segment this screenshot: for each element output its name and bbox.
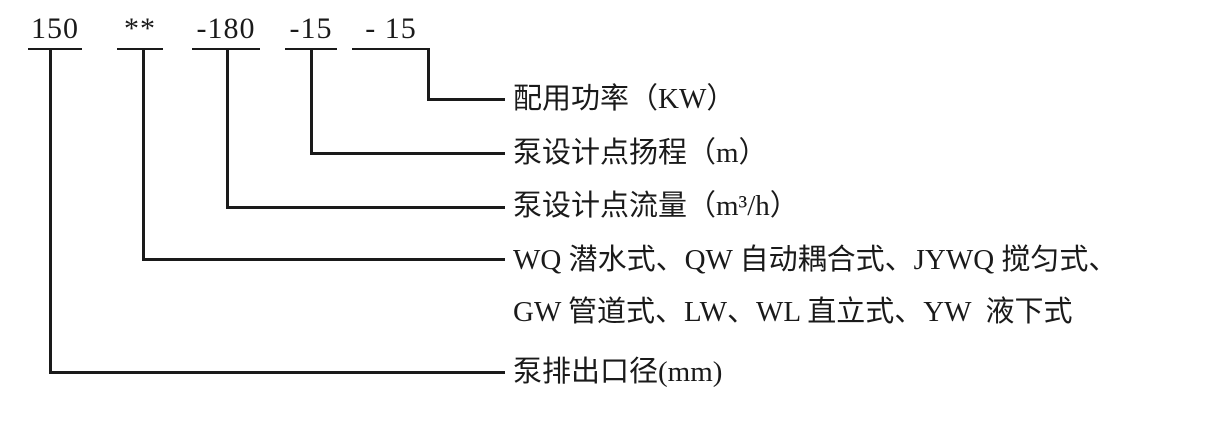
connector-vline-diameter — [49, 50, 52, 374]
label-type-line2: GW 管道式、LW、WL 直立式、YW 液下式 — [513, 296, 1073, 328]
code-segment-flow: -180 — [192, 12, 260, 50]
connector-hline-flow — [226, 206, 505, 209]
connector-hline-head — [310, 152, 505, 155]
label-diameter: 泵排出口径(mm) — [513, 356, 723, 388]
label-flow: 泵设计点流量（m³/h） — [513, 190, 799, 222]
connector-vline-type — [142, 50, 145, 261]
connector-hline-type — [142, 258, 505, 261]
label-type-line1: WQ 潜水式、QW 自动耦合式、JYWQ 搅匀式、 — [513, 244, 1118, 276]
connector-hline-power — [427, 98, 505, 101]
code-segment-power: - 15 — [352, 12, 430, 50]
connector-hline-diameter — [49, 371, 505, 374]
connector-vline-head — [310, 50, 313, 155]
connector-vline-flow — [226, 50, 229, 209]
code-segment-type: ** — [117, 12, 163, 50]
label-head: 泵设计点扬程（m） — [513, 137, 768, 169]
label-power: 配用功率（KW） — [513, 83, 736, 115]
connector-vline-power — [427, 50, 430, 101]
code-segment-diameter: 150 — [28, 12, 82, 50]
code-segment-head: -15 — [285, 12, 337, 50]
